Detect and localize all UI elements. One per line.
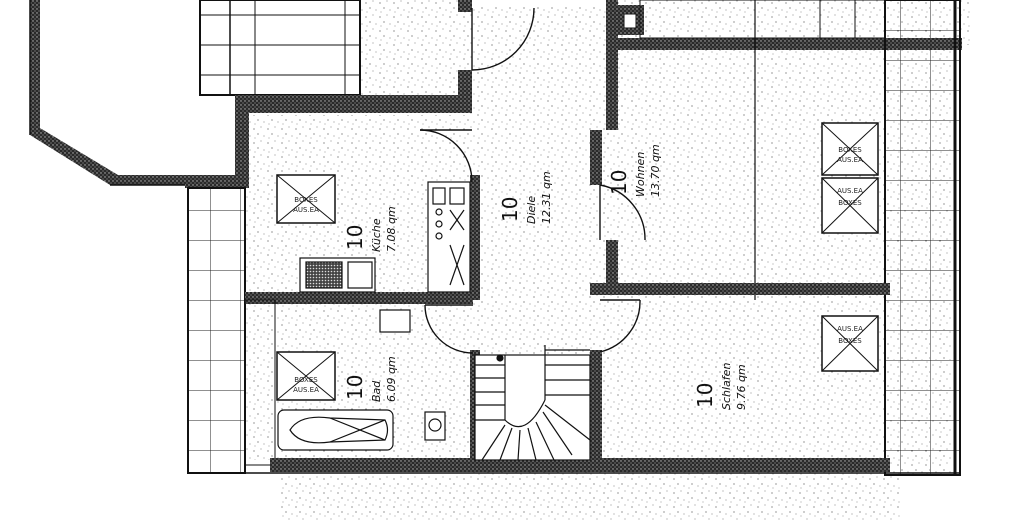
room-label-bad: 10 Bad 6.09 qm [343,356,398,402]
skylight-kueche-label-2: AUS.EA [293,206,319,214]
room-label-wohnen: 10 Wohnen 13.70 qm [607,144,662,197]
skylight-bad-label-2: AUS.EA [293,386,319,394]
skylight-bad-label-1: BOXES [294,376,318,384]
left-roof-grid [187,187,246,474]
skylight-wohnen-bottom-label-1: AUS.EA [837,187,863,195]
room-name-kueche: Küche [370,218,383,252]
kitchen-top-wall [235,95,472,113]
skylight-kueche: BOXES AUS.EA [276,174,336,224]
skylight-wohnen-top-label-2: AUS.EA [837,156,863,164]
room-area-schlafen: 9.76 qm [735,364,748,410]
kitchen-counter [299,181,471,293]
skylight-schlafen-label-1: AUS.EA [837,325,863,333]
doors [419,7,646,354]
room-area-diele: 12.31 qm [540,171,553,224]
room-area-wohnen: 13.70 qm [649,144,662,197]
top-left-floor [360,0,470,95]
top-right-wall [612,38,962,50]
skylight-bad: BOXES AUS.EA [276,351,336,401]
room-number-kueche: 10 [343,225,367,250]
schlafen-door-swing [599,299,641,353]
room-name-wohnen: Wohnen [634,152,647,197]
skylight-wohnen-top: BOXES AUS.EA [821,122,879,176]
room-name-diele: Diele [525,196,538,224]
diele-wohnen-wall [606,0,618,130]
room-name-bad: Bad [370,380,383,402]
right-roof-grid [884,0,961,476]
kitchen-door-swing [419,129,473,183]
room-area-bad: 6.09 qm [385,356,398,402]
bottom-wall [270,458,890,472]
room-number-schlafen: 10 [693,383,717,408]
bath-fittings [277,309,446,451]
skylight-wohnen-bottom: AUS.EA BOXES [821,177,879,234]
room-name-schlafen: Schlafen [720,363,733,410]
bath-door-swing [424,304,474,354]
room-number-wohnen: 10 [607,170,631,195]
room-label-diele: 10 Diele 12.31 qm [498,171,553,224]
skylight-schlafen: AUS.EA BOXES [821,315,879,372]
room-area-kueche: 7.08 qm [385,206,398,252]
room-number-diele: 10 [498,197,522,222]
room-label-schlafen: 10 Schlafen 9.76 qm [693,363,748,410]
skylight-wohnen-top-label-1: BOXES [838,146,862,154]
staircase [474,345,591,461]
wohnen-door-swing [599,184,646,241]
skylight-schlafen-label-2: BOXES [838,337,862,345]
entry-door-swing [471,7,535,71]
wohnen-schlafen-wall [590,283,890,295]
room-number-bad: 10 [343,375,367,400]
room-label-kueche: 10 Küche 7.08 qm [343,206,398,252]
bottom-outdoor [280,475,900,520]
kitchen-bath-wall [245,292,473,304]
skylight-kueche-label-1: BOXES [294,196,318,204]
skylight-wohnen-bottom-label-2: BOXES [838,199,862,207]
